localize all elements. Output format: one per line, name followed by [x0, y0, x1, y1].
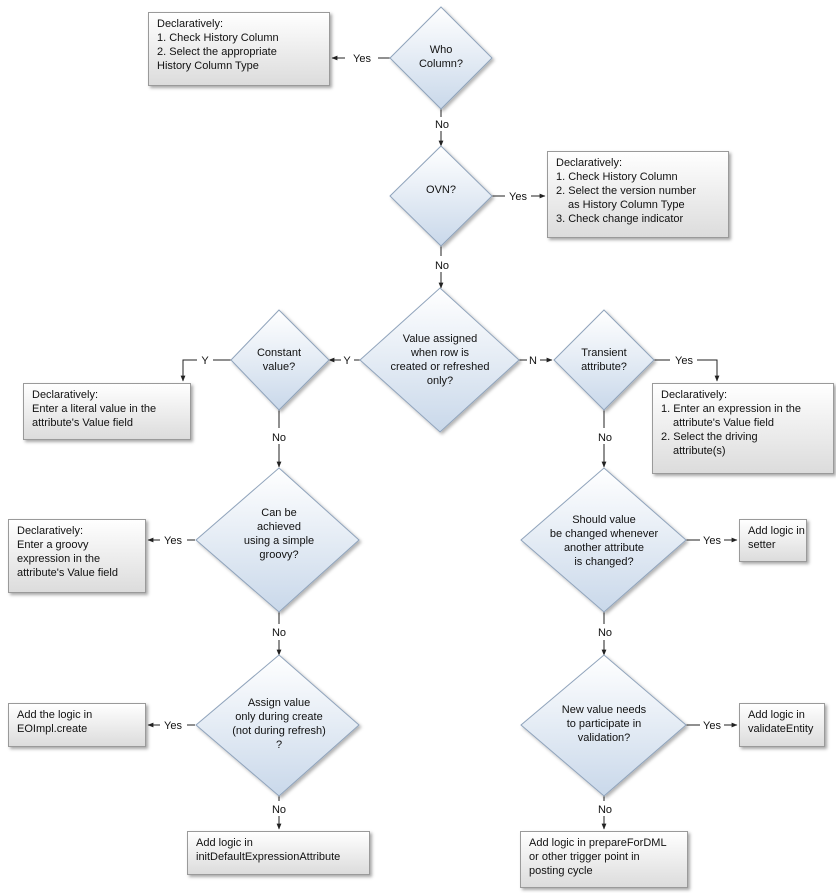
outcome-text: attribute(s) [673, 445, 726, 457]
outcome-assign-create-eoimpl: Add the logic in EOImpl.create [8, 703, 146, 747]
outcome-text: Declaratively: [661, 389, 728, 401]
outcome-validation-preparefordml: Add logic in prepareForDML or other trig… [520, 831, 688, 888]
outcome-ovn-declarative: Declaratively: 1. Check History Column 2… [547, 151, 729, 238]
outcome-text: 1. Enter an expression in the [661, 403, 802, 415]
outcome-text: posting cycle [529, 865, 593, 877]
edge-label-transient-no: No [598, 432, 612, 444]
edge-label-groovy-no: No [272, 627, 286, 639]
connector-constant-y-arrow [180, 359, 197, 382]
outcome-text: Enter a literal value in the [32, 403, 157, 415]
edge-label-validation-yes: Yes [703, 720, 721, 732]
outcome-text: attribute's Value field [17, 567, 118, 579]
outcome-text: setter [748, 539, 776, 551]
outcome-constant-declarative: Declaratively: Enter a literal value in … [23, 383, 191, 440]
edge-label-transient-yes: Yes [675, 355, 693, 367]
edge-label-assign-no: No [272, 804, 286, 816]
outcome-text: History Column Type [157, 60, 259, 72]
outcome-text: Add logic in [196, 837, 253, 849]
decision-ovn: OVN? [389, 145, 493, 247]
outcome-transient-declarative: Declaratively: 1. Enter an expression in… [652, 383, 834, 474]
edge-label-validation-no: No [598, 804, 612, 816]
outcome-text: Add logic in [748, 525, 805, 537]
outcome-text: Declaratively: [17, 525, 84, 537]
outcome-groovy-declarative: Declaratively: Enter a groovy expression… [8, 519, 146, 593]
outcome-text: validateEntity [748, 723, 814, 735]
edge-label-constant-y: Y [201, 355, 209, 367]
outcome-text: Add logic in [748, 709, 805, 721]
edge-label-who-no: No [435, 119, 449, 131]
outcome-text: Declaratively: [157, 18, 224, 30]
outcome-text: 1. Check History Column [556, 171, 678, 183]
edge-label-value-y: Y [343, 355, 351, 367]
outcome-who-column-declarative: Declaratively: 1. Check History Column 2… [148, 12, 330, 86]
edge-label-should-no: No [598, 627, 612, 639]
edge-label-should-yes: Yes [703, 535, 721, 547]
edge-label-who-yes: Yes [353, 53, 371, 65]
outcome-text: Add the logic in [17, 709, 93, 721]
outcome-text: Declaratively: [556, 157, 623, 169]
edge-label-ovn-no: No [435, 260, 449, 272]
svg-text:OVN?: OVN? [426, 184, 456, 196]
edge-label-assign-yes: Yes [164, 720, 182, 732]
outcome-text: attribute's Value field [32, 417, 133, 429]
connector-transient-yes-arrow [697, 359, 720, 382]
outcome-text: Add logic in prepareForDML [529, 837, 667, 849]
outcome-text: EOImpl.create [17, 723, 88, 735]
outcome-text: expression in the [17, 553, 101, 565]
outcome-text: initDefaultExpressionAttribute [196, 851, 341, 863]
edge-label-value-n: N [529, 355, 537, 367]
outcome-text: 2. Select the appropriate [157, 46, 277, 58]
outcome-validation-validateentity: Add logic in validateEntity [739, 703, 825, 747]
outcome-assign-create-initdefault: Add logic in initDefaultExpressionAttrib… [187, 831, 370, 875]
outcome-text: 2. Select the driving [661, 431, 758, 443]
outcome-text: Enter a groovy [17, 539, 89, 551]
edge-label-groovy-yes: Yes [164, 535, 182, 547]
outcome-should-change-setter: Add logic in setter [739, 519, 807, 562]
outcome-text: attribute's Value field [673, 417, 774, 429]
outcome-text: 2. Select the version number [556, 185, 697, 197]
outcome-text: or other trigger point in [529, 851, 640, 863]
outcome-text: 3. Check change indicator [556, 213, 684, 225]
outcome-text: Declaratively: [32, 389, 99, 401]
outcome-text: 1. Check History Column [157, 32, 279, 44]
edge-label-constant-no: No [272, 432, 286, 444]
edge-label-ovn-yes: Yes [509, 191, 527, 203]
outcome-text: as History Column Type [568, 199, 685, 211]
